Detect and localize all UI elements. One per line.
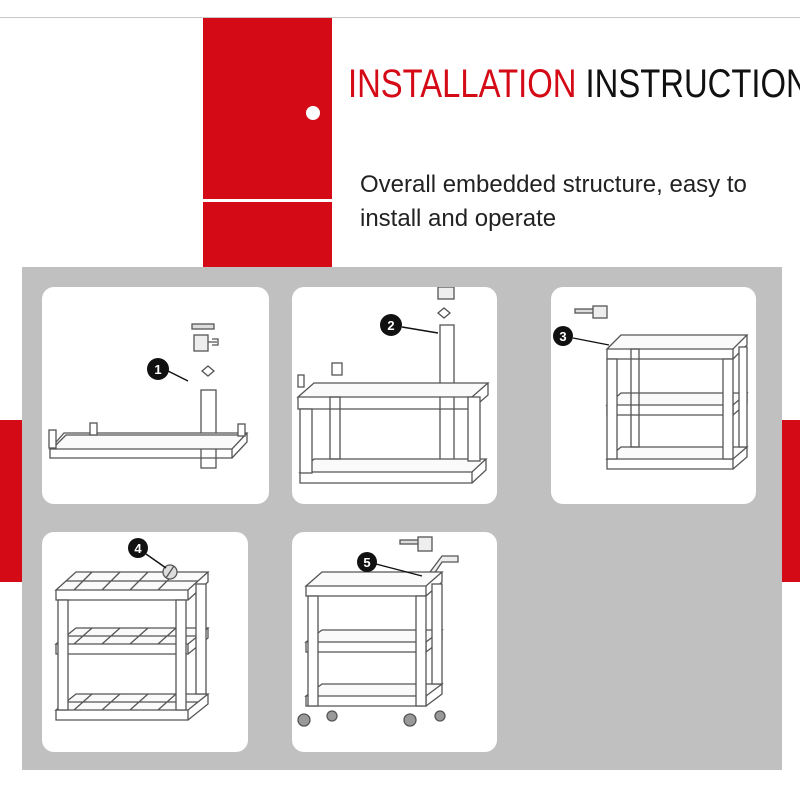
step-3-illustration: 3 xyxy=(553,305,749,470)
step-2-badge xyxy=(380,314,402,336)
step-5-illustration: 5 xyxy=(297,536,459,727)
step-5-badge xyxy=(357,552,377,572)
step-2-number: 2 xyxy=(387,318,394,333)
step-card-1: 1 xyxy=(42,287,269,504)
subtitle-line-1: Overall embedded structure, easy to xyxy=(360,171,747,198)
page-title: INSTALLATION INSTRUCTIONS xyxy=(348,62,800,107)
step-1-number: 1 xyxy=(154,362,161,377)
step-5-number: 5 xyxy=(363,555,370,570)
instructions-panel: 1 xyxy=(22,267,782,770)
door-knob-dot xyxy=(306,106,320,120)
step-card-3: 3 xyxy=(551,287,756,504)
step-card-2: 2 xyxy=(292,287,497,504)
step-4-illustration: 4 xyxy=(54,538,210,721)
step-card-5: 5 xyxy=(292,532,497,752)
step-2-illustration: 2 xyxy=(296,287,490,484)
subtitle: Overall embedded structure, easy to inst… xyxy=(360,168,780,236)
step-4-number: 4 xyxy=(134,541,142,556)
title-red: INSTALLATION xyxy=(348,62,577,106)
top-divider xyxy=(0,17,800,18)
step-1-illustration: 1 xyxy=(48,323,249,469)
step-3-badge xyxy=(553,326,573,346)
door-split-line xyxy=(203,199,332,202)
right-red-bar xyxy=(782,420,800,582)
subtitle-line-2: install and operate xyxy=(360,205,557,232)
red-door-graphic xyxy=(203,18,332,267)
step-4-badge xyxy=(128,538,148,558)
step-3-number: 3 xyxy=(559,329,566,344)
step-card-4: 4 xyxy=(42,532,248,752)
title-black: INSTRUCTIONS xyxy=(585,62,800,106)
left-red-bar xyxy=(0,420,22,582)
step-1-badge xyxy=(147,358,169,380)
